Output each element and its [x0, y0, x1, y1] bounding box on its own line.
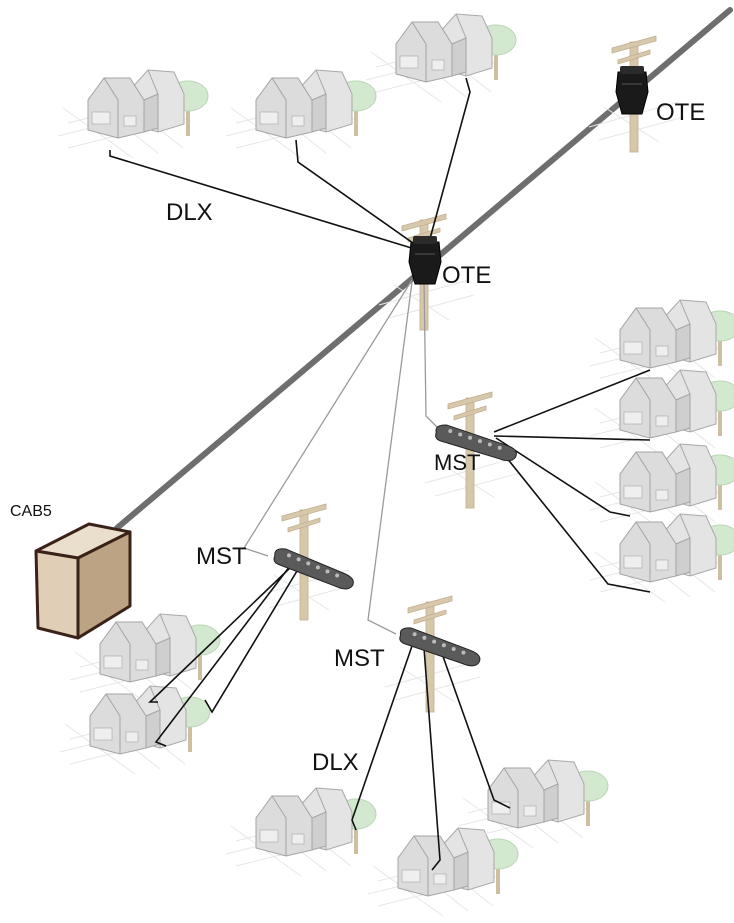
ote-enclosure-top-right	[615, 65, 649, 115]
cabinet-cab5	[34, 522, 132, 640]
mst-label-left: MST	[196, 543, 247, 570]
house-bottom-1	[226, 788, 376, 876]
house-top-middle	[226, 70, 376, 158]
dlx-label-bottom: DLX	[312, 749, 359, 776]
house-left-2	[60, 686, 210, 774]
mst-terminal-bottom	[397, 626, 483, 667]
house-bottom-3	[458, 760, 608, 848]
house-top-left	[58, 70, 208, 158]
drop-wires	[109, 77, 651, 871]
cabinet-label: CAB5	[10, 503, 52, 520]
house-right-2	[590, 370, 734, 458]
house-right-1	[590, 300, 734, 388]
distribution-cables	[243, 279, 441, 635]
house-right-3	[590, 444, 734, 532]
mst-label-bottom: MST	[334, 645, 385, 672]
ote-label-top-right: OTE	[656, 99, 705, 126]
mst-label-right: MST	[434, 450, 480, 475]
house-right-4	[590, 514, 734, 602]
house-bottom-2	[368, 828, 518, 916]
ote-label-center: OTE	[442, 262, 491, 289]
ote-enclosure-center	[408, 235, 442, 285]
mst-terminal-left	[271, 547, 357, 591]
house-top-center	[366, 14, 516, 102]
dlx-label-top: DLX	[166, 199, 213, 226]
